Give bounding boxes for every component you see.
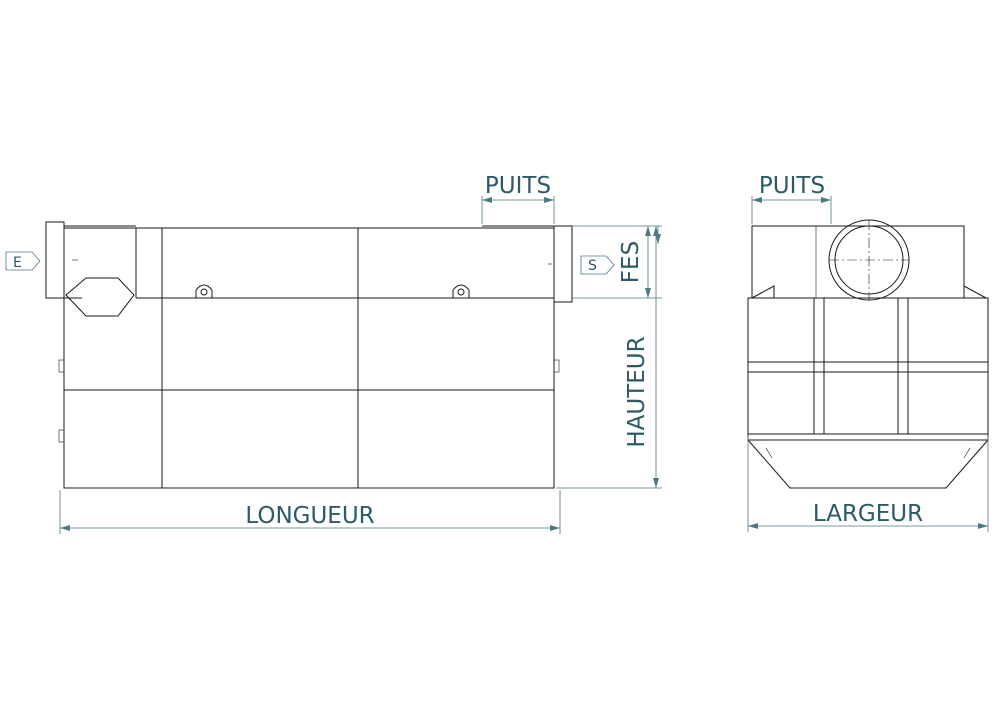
tank-body <box>63 227 555 489</box>
front-body <box>747 297 989 435</box>
front-view <box>747 219 989 489</box>
length-label: LONGUEUR <box>245 503 374 529</box>
inlet-label: E <box>13 255 22 271</box>
well-label-front: PUITS <box>759 173 825 199</box>
outlet-label: S <box>588 258 597 274</box>
inlet-deflector <box>65 277 135 317</box>
well-dimension-front: PUITS <box>751 173 832 224</box>
side-view <box>45 221 573 489</box>
inlet-tag: E <box>5 251 41 271</box>
lifting-lug-right <box>452 284 470 298</box>
length-dimension: LONGUEUR <box>59 490 561 534</box>
width-dimension: LARGEUR <box>747 436 989 532</box>
outlet-flange <box>553 225 573 303</box>
front-top-box <box>751 225 965 299</box>
front-bottom <box>747 433 989 489</box>
fes-dimension: FES <box>572 225 662 299</box>
lifting-lug-left <box>195 284 213 298</box>
height-dimension: HAUTEUR <box>556 226 662 489</box>
fes-label: FES <box>618 241 644 283</box>
well-dimension-side: PUITS <box>481 173 555 224</box>
inlet-flange <box>45 221 65 299</box>
well-label-side: PUITS <box>485 173 551 199</box>
width-label: LARGEUR <box>813 501 923 527</box>
outlet-tag: S <box>580 255 615 275</box>
height-label: HAUTEUR <box>624 336 650 447</box>
